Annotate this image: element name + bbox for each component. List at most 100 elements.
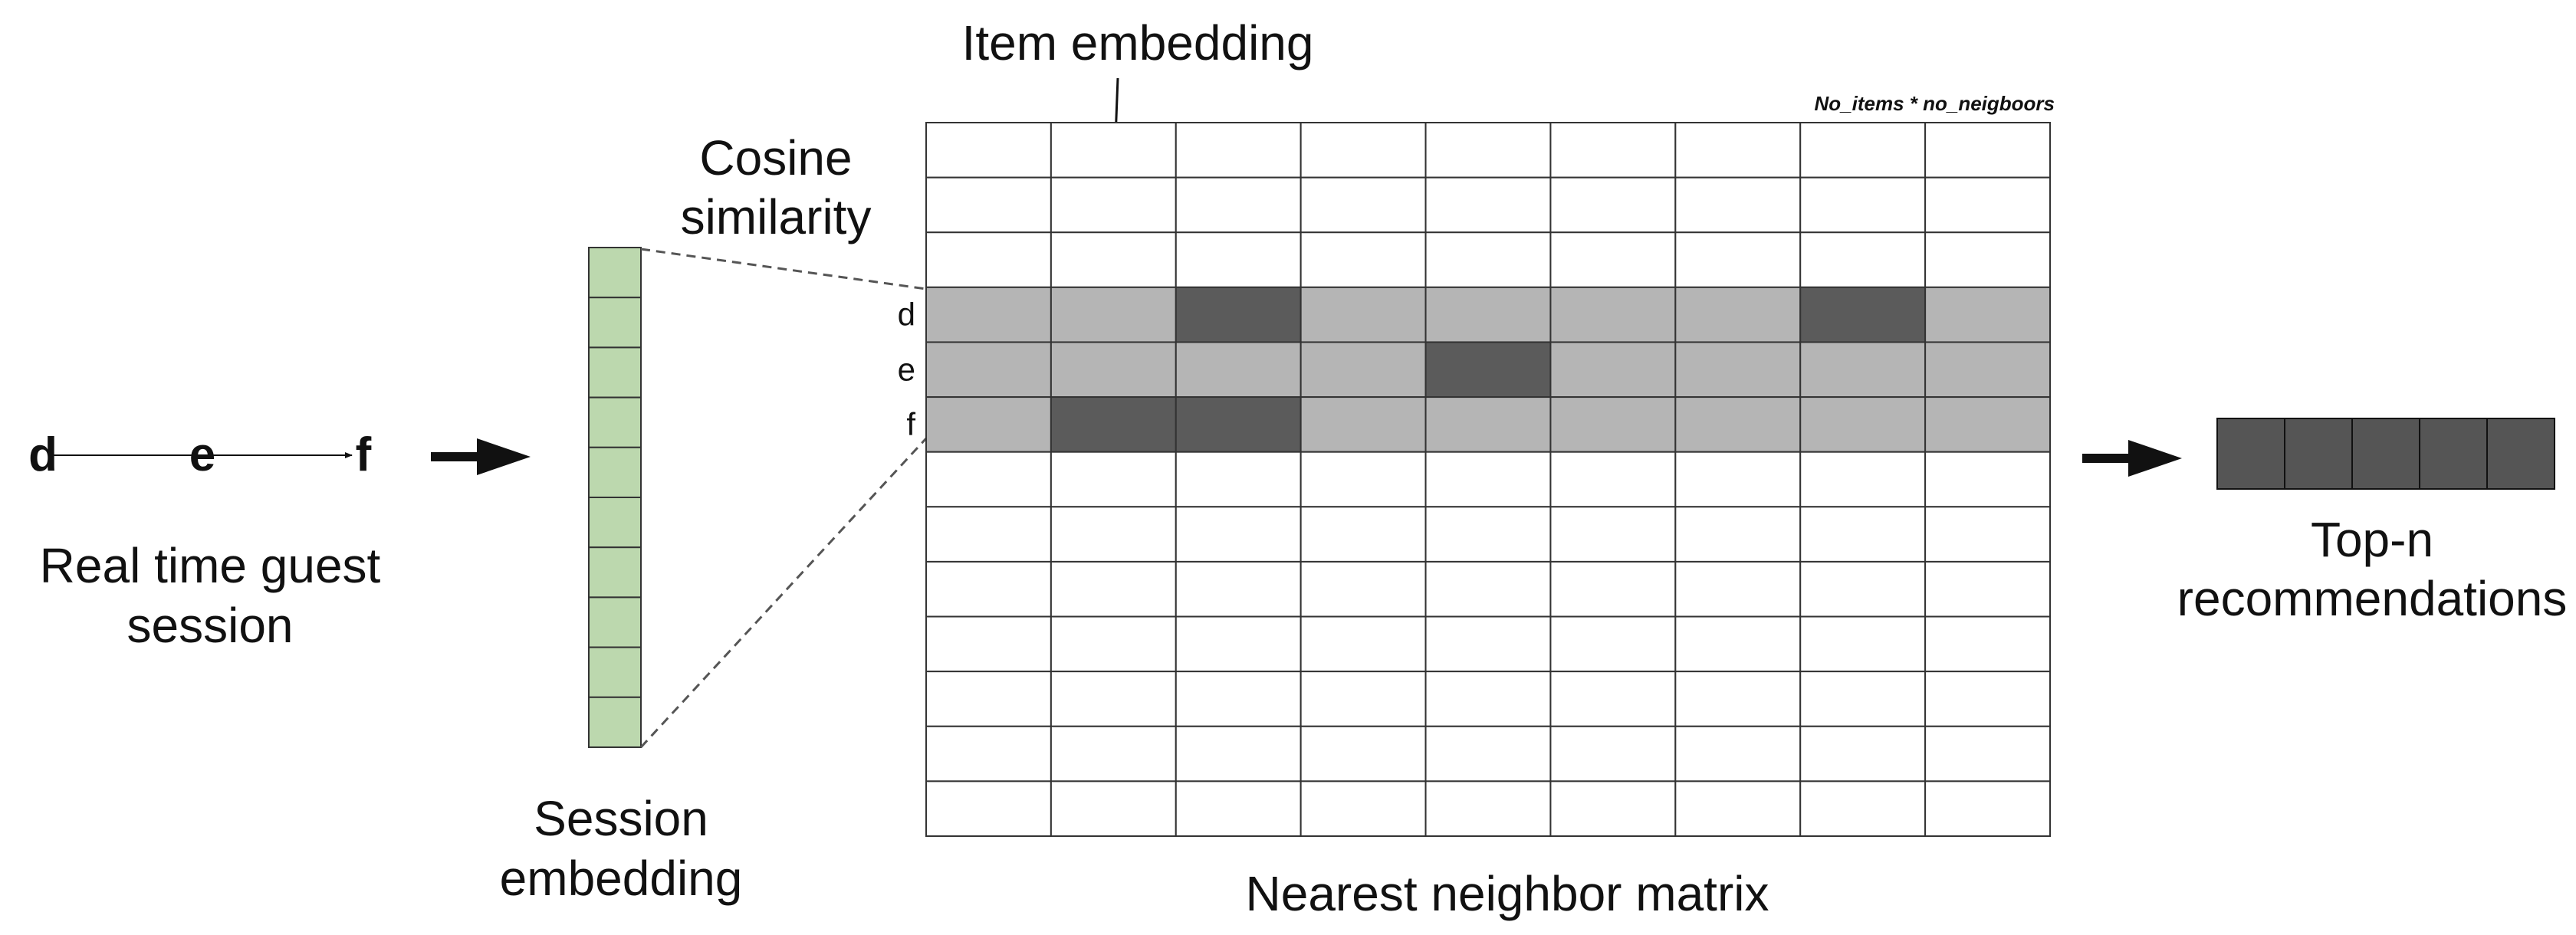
matrix-cell [1175,725,1302,782]
matrix-cell [925,506,1052,563]
matrix-cell [1050,122,1177,179]
matrix-cell [1050,231,1177,288]
matrix-cell-highlighted [1799,396,1927,453]
matrix-cell [1300,725,1427,782]
matrix-cell [1799,176,1927,234]
arrow-to-recommendations [2082,440,2182,477]
matrix-cell [1549,506,1677,563]
session-embedding-cell [588,696,642,748]
matrix-dims-note: No_items * no_neigboors [1815,92,2055,115]
recommendation-cell [2419,418,2488,490]
matrix-cell-neighbor [1799,286,1927,343]
session-embedding-cell [588,596,642,648]
matrix-cell [1924,122,2051,179]
matrix-cell [1674,122,1802,179]
matrix-cell-highlighted [1050,341,1177,399]
matrix-cell [1175,615,1302,673]
matrix-cell-highlighted [925,286,1052,343]
session-embedding-vector [588,247,642,748]
matrix-cell [1674,176,1802,234]
matrix-cell-neighbor [1175,396,1302,453]
matrix-cell-highlighted [1549,396,1677,453]
matrix-cell [1300,122,1427,179]
session-item-f: f [356,428,372,481]
matrix-cell [1549,451,1677,508]
matrix-cell [1674,451,1802,508]
matrix-row-label-d: d [898,297,915,333]
projection-line-top [640,248,927,290]
cosine-caption-line1: Cosine [699,130,852,185]
matrix-cell [925,780,1052,838]
nearest-neighbor-matrix [925,122,2051,838]
matrix-cell [1674,560,1802,618]
matrix-cell [925,231,1052,288]
matrix-cell [1549,176,1677,234]
matrix-cell [1424,725,1552,782]
matrix-cell [1924,451,2051,508]
matrix-cell-highlighted [1924,286,2051,343]
session-embedding-cell [588,297,642,349]
matrix-cell [925,560,1052,618]
matrix-cell-highlighted [1175,341,1302,399]
recommendations-caption-line2: recommendations [2177,571,2568,626]
matrix-cell [1424,560,1552,618]
matrix-cell [1424,615,1552,673]
matrix-cell [1300,176,1427,234]
matrix-cell [1549,725,1677,782]
matrix-cell [1799,122,1927,179]
matrix-cell-highlighted [1924,341,2051,399]
matrix-cell [1924,780,2051,838]
matrix-cell [1799,451,1927,508]
matrix-cell-highlighted [1674,396,1802,453]
session-embedding-cell [588,646,642,698]
matrix-cell [1674,671,1802,727]
top-n-recommendations-vector [2216,418,2555,490]
matrix-cell [1175,560,1302,618]
matrix-cell [1300,560,1427,618]
matrix-cell [1549,122,1677,179]
matrix-cell [1050,176,1177,234]
matrix-cell-highlighted [1300,341,1427,399]
matrix-cell-highlighted [1549,341,1677,399]
recommendation-cell [2486,418,2555,490]
cosine-caption-line2: similarity [681,189,872,244]
matrix-cell-highlighted [1799,341,1927,399]
matrix-cell [1175,451,1302,508]
matrix-cell-highlighted [1300,286,1427,343]
matrix-cell [1549,560,1677,618]
matrix-cell [1300,451,1427,508]
matrix-cell-highlighted [1674,341,1802,399]
matrix-cell-highlighted [925,396,1052,453]
matrix-cell [1799,671,1927,727]
matrix-cell [1674,231,1802,288]
matrix-cell [1300,780,1427,838]
session-embedding-cell [588,346,642,399]
session-embedding-caption-line2: embedding [500,851,743,906]
matrix-cell [1175,176,1302,234]
matrix-cell-neighbor [1050,396,1177,453]
matrix-title: Nearest neighbor matrix [1246,866,1769,921]
matrix-cell-neighbor [1424,341,1552,399]
session-embedding-cell [588,396,642,448]
matrix-cell [1424,176,1552,234]
matrix-cell [1175,231,1302,288]
session-embedding-caption-line1: Session [534,791,708,846]
matrix-cell [1549,780,1677,838]
matrix-cell [1175,780,1302,838]
matrix-cell [1300,231,1427,288]
matrix-cell [1175,122,1302,179]
matrix-row-label-e: e [898,351,915,387]
matrix-cell [1924,506,2051,563]
item-embedding-caption: Item embedding [962,15,1314,71]
session-item-e: e [189,428,215,481]
matrix-cell-neighbor [1175,286,1302,343]
matrix-cell [1924,560,2051,618]
matrix-cell [1050,451,1177,508]
matrix-cell [1300,506,1427,563]
matrix-row-labels: def [898,297,916,442]
matrix-cell [1549,671,1677,727]
matrix-cell [1924,176,2051,234]
matrix-cell-highlighted [1549,286,1677,343]
matrix-row-label-f: f [906,406,915,442]
